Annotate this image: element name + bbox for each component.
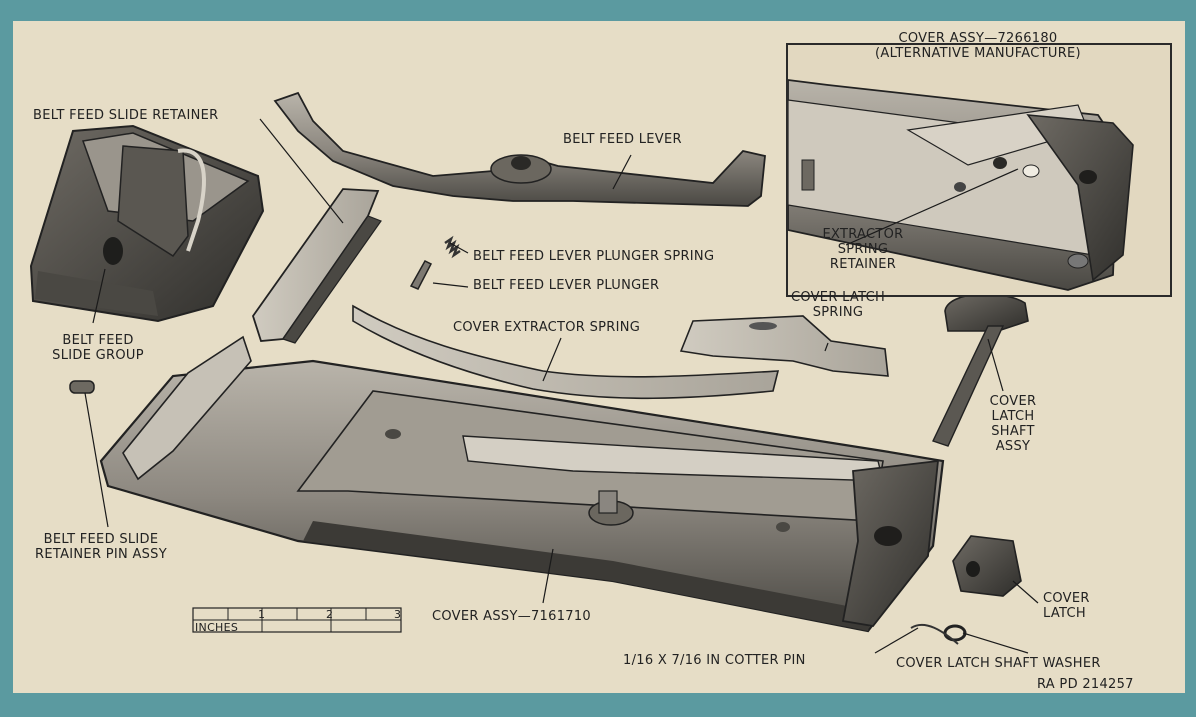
label-cover-latch-shaft-washer: COVER LATCH SHAFT WASHER (896, 656, 1101, 671)
cover-latch-spring-part (679, 315, 889, 377)
label-cover-latch-spring: COVER LATCH SPRING (790, 290, 886, 320)
cover-latch-and-small-parts (910, 535, 1022, 645)
label-belt-feed-slide-retainer: BELT FEED SLIDE RETAINER (33, 108, 219, 123)
label-ref-code: RA PD 214257 (1037, 677, 1134, 692)
belt-feed-slide-group-part (29, 124, 265, 323)
belt-feed-lever-part (273, 91, 766, 207)
scale-tick-1: 1 (258, 608, 266, 621)
alternative-cover-inset (786, 43, 1172, 297)
label-belt-feed-slide-group: BELT FEED SLIDE GROUP (52, 333, 144, 363)
scale-tick-3: 3 (394, 608, 402, 621)
inset-illustration (787, 78, 1134, 291)
leader-lines (84, 118, 1039, 654)
retainer-pin-part (69, 380, 95, 394)
label-cover-extractor-spring: COVER EXTRACTOR SPRING (453, 320, 641, 335)
scale-tick-2: 2 (326, 608, 334, 621)
cover-extractor-spring-part (352, 304, 780, 400)
scale-unit-label: INCHES (195, 621, 239, 634)
label-extractor-spring-retainer: EXTRACTOR SPRING RETAINER (822, 227, 904, 272)
inset-title: COVER ASSY—7266180 (ALTERNATIVE MANUFACT… (875, 31, 1081, 61)
label-cover-latch: COVER LATCH (1043, 591, 1090, 621)
label-belt-feed-lever: BELT FEED LEVER (563, 132, 682, 147)
label-belt-feed-lever-plunger: BELT FEED LEVER PLUNGER (473, 278, 660, 293)
parts-diagram-sheet: BELT FEED SLIDE RETAINER BELT FEED LEVER… (13, 21, 1185, 693)
plunger-spring-and-plunger-parts (409, 235, 461, 290)
label-cover-latch-shaft-assy: COVER LATCH SHAFT ASSY (989, 394, 1037, 454)
cover-assy-part (99, 335, 945, 633)
belt-feed-slide-retainer-part (252, 188, 382, 344)
label-cotter-pin: 1/16 X 7/16 IN COTTER PIN (623, 653, 806, 668)
inch-scale-bar (192, 607, 402, 633)
label-cover-assy: COVER ASSY—7161710 (432, 609, 591, 624)
label-belt-feed-slide-retainer-pin-assy: BELT FEED SLIDE RETAINER PIN ASSY (35, 532, 167, 562)
label-belt-feed-lever-plunger-spring: BELT FEED LEVER PLUNGER SPRING (473, 249, 715, 264)
parts-illustration (29, 91, 1039, 654)
